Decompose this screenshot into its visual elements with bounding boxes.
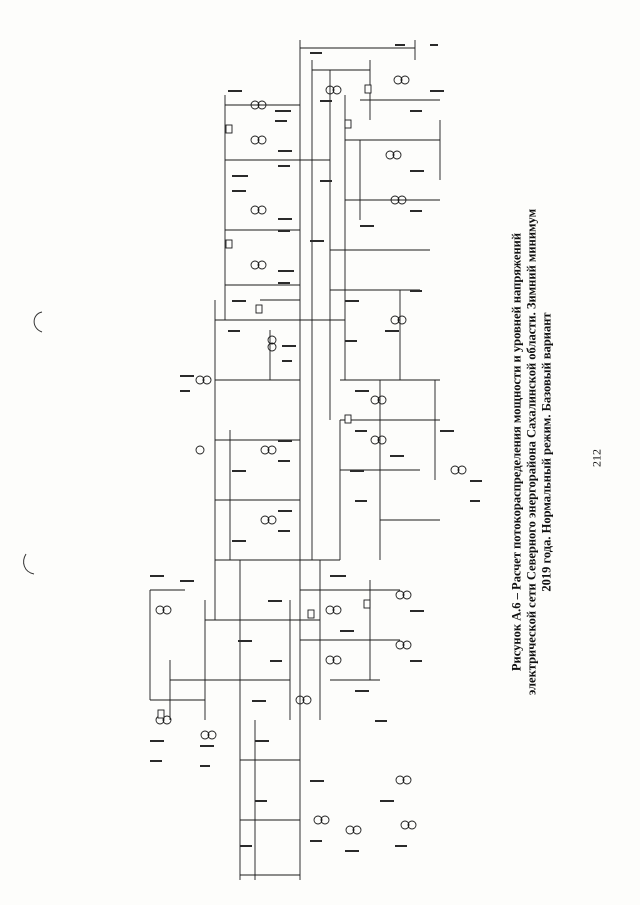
diagram-label-marks <box>150 44 482 852</box>
caption-line-2: электрической сети Северного энергорайон… <box>524 208 539 696</box>
figure-caption: Рисунок А.6 – Расчет потокораспределения… <box>510 32 555 872</box>
caption-line-1: Рисунок А.6 – Расчет потокораспределения… <box>509 232 524 672</box>
binding-hole-mark-bottom <box>23 553 35 575</box>
caption-line-3: 2019 года. Нормальный режим. Базовый вар… <box>539 312 554 592</box>
page-number: 212 <box>589 449 604 467</box>
transformer-symbols <box>155 75 467 835</box>
breaker-symbols <box>157 84 372 719</box>
diagram-lines <box>149 40 441 880</box>
binding-hole-mark-top <box>33 311 43 333</box>
